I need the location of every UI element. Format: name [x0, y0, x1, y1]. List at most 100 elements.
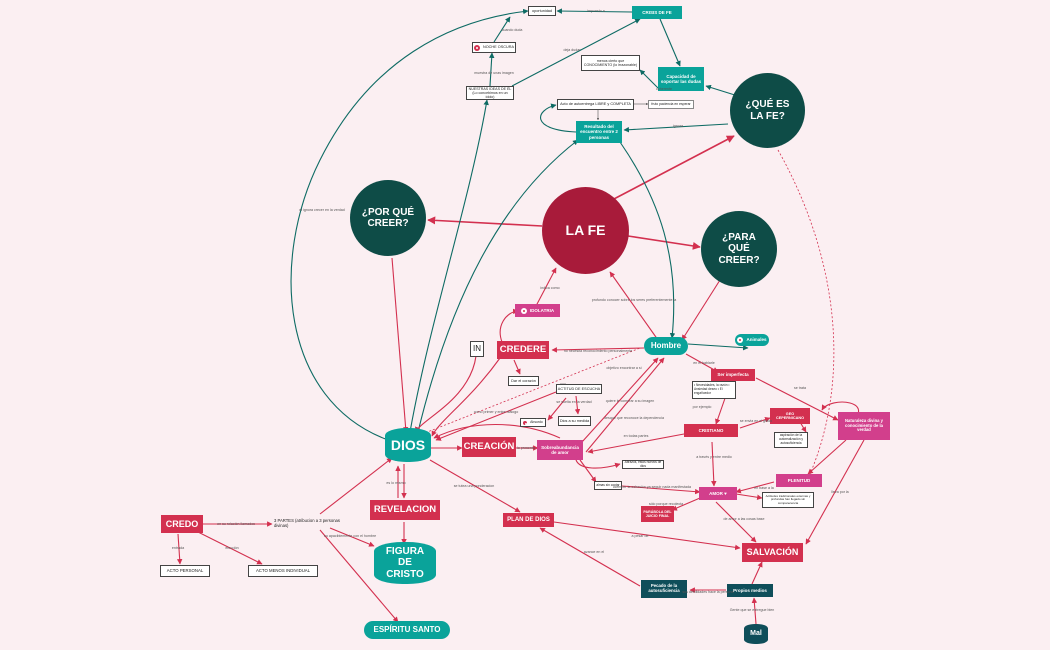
que-es-la-fe-node[interactable]: ¿QUÉ ES LA FE?: [730, 73, 805, 148]
noche-oscura-box[interactable]: NOCHE OSCURA: [472, 42, 516, 53]
propios-medios-node[interactable]: Propios medios: [727, 584, 773, 597]
cristiano-node[interactable]: CRISTIANO: [684, 424, 738, 437]
edge-label: no apaciblemente con el hombre: [323, 534, 377, 538]
edge-crisis-oportunidad: [556, 8, 633, 14]
edge-lafe-quees: [611, 135, 735, 201]
acto-menos-box[interactable]: ACTO MENOS INDIVIDUAL: [248, 565, 318, 577]
edge-label: entrada: [171, 546, 185, 550]
noche-oscura-label: NOCHE OSCURA: [482, 45, 514, 50]
edge-cristiano-amor: [711, 441, 717, 487]
acto-personal-box[interactable]: ACTO PERSONAL: [160, 565, 210, 577]
fruto-paciencia-box[interactable]: fruto paciencia en esperar: [648, 100, 694, 109]
dios-node[interactable]: DIOS: [385, 428, 431, 462]
edge-label: como primer y entre diálogo: [473, 410, 519, 414]
edge-hombre-credere: [551, 347, 645, 353]
edge-dios-dashed-hombre: [391, 347, 641, 447]
crisis-de-fe-node[interactable]: CRISIS DE FE: [632, 6, 682, 19]
edge-amor-parabola: [671, 497, 701, 511]
edge-label: se envia en el grado: [739, 419, 773, 423]
edge-label: se trata: [794, 386, 806, 390]
edge-in-dios: [414, 355, 477, 433]
plan-de-dios-node[interactable]: PLAN DE DIOS: [503, 513, 554, 527]
edge-quees-dashed-plenitud: [777, 149, 835, 475]
naturaleza-node[interactable]: Naturaleza divina y conocimiento de la v…: [838, 412, 890, 440]
idolatria-label: IDOLATRIA: [529, 307, 555, 313]
por-que-creer-node[interactable]: ¿POR QUÉ CREER?: [350, 180, 426, 256]
edge-label: lo presenta: [517, 446, 535, 450]
edge-label: muestra de unas imagen: [474, 71, 514, 75]
absurdo-box[interactable]: Absurdo: [520, 418, 546, 427]
in-box[interactable]: IN: [470, 341, 484, 357]
edge-label: a través y entre medio: [696, 455, 732, 459]
edge-label: se suelta en la verdad: [556, 400, 592, 404]
edge-naturaleza-plenitud: [807, 439, 847, 475]
resultado-node[interactable]: Resultado del encuentro entre 2 personas: [576, 121, 622, 143]
dar-corazon-box[interactable]: Dar el corazón: [508, 376, 539, 386]
edge-actitud-dios-medida: [574, 395, 581, 415]
edge-label: elección: [225, 546, 239, 550]
edge-amor-salvacion: [715, 501, 757, 543]
ser-imperfecto-node[interactable]: Ser imperfecta: [711, 369, 755, 381]
abrazos-box[interactable]: Abrazos, estos nuevos de dios: [622, 460, 664, 469]
la-fe-node[interactable]: LA FE: [542, 187, 629, 274]
geo-node[interactable]: GEO CEPERNICANO: [770, 408, 810, 424]
pecado-node[interactable]: Pecado de la autosuficiencia: [641, 580, 687, 598]
revelacion-node[interactable]: REVELACION: [370, 500, 440, 520]
capacidad-node[interactable]: Capacidad de soportar las dudas: [658, 67, 704, 91]
parabola-node[interactable]: PARÁBOLA DEL JUICIO FINAL: [641, 506, 674, 522]
animales-icon: [737, 337, 744, 343]
hombre-node[interactable]: Hombre: [644, 337, 688, 355]
menos-cierto-box[interactable]: menos cierto que CONOCIMIENTO (lo irrazo…: [581, 55, 640, 71]
aspiracion-box[interactable]: aspiración de la autorealización y autos…: [774, 432, 808, 448]
amor-node[interactable]: AMOR ♥: [699, 487, 737, 500]
edge-label: impuesto a: [587, 9, 605, 13]
plenitud-node[interactable]: PLENITUD: [776, 474, 822, 487]
edge-label: indica como: [540, 286, 560, 290]
edge-paraque-hombre: [681, 279, 721, 341]
mal-node[interactable]: Mal: [744, 624, 768, 644]
idolatria-node[interactable]: IDOLATRIA: [515, 304, 560, 317]
credere-node[interactable]: CREDERE: [497, 341, 549, 359]
figura-cristo-node[interactable]: FIGURA DE CRISTO: [374, 542, 436, 584]
credo-node[interactable]: CREDO: [161, 515, 203, 533]
acto-libre-box[interactable]: Acto de autoentrega LIBRE y COMPLETA: [557, 99, 634, 110]
tres-partes-box[interactable]: 3 PARTES (atribucion a 3 personas divina…: [274, 518, 340, 528]
edge-label: de amor a las cosas base: [723, 517, 765, 521]
edge-credo-menos: [197, 531, 263, 565]
edge-nuestras-crisis: [511, 18, 641, 87]
dios-medida-box[interactable]: Dios a su medida: [558, 416, 591, 426]
edge-label: objetivo encontrar a sí: [606, 366, 642, 370]
nuestras-ideas-box[interactable]: NUESTRAS IDEAS DE ÉL (Lo concebimos en u…: [466, 86, 514, 100]
actitud-escucha-box[interactable]: ACTITUD DE ESCUCHA: [556, 384, 602, 394]
edge-label: por ejemplo: [692, 405, 712, 409]
almas-box[interactable]: almas sin contar: [594, 481, 622, 490]
animales-node[interactable]: Animales: [735, 334, 769, 346]
absurdo-label: Absurdo: [530, 419, 543, 424]
oportunidad-box[interactable]: oportunidad: [528, 6, 556, 16]
edge-idolatria-lafe: [535, 267, 557, 307]
creacion-node[interactable]: CREACIÓN: [462, 437, 516, 457]
salvacion-node[interactable]: SALVACIÓN: [742, 543, 803, 562]
edge-label: profundo conocer sobre los seres prefere…: [591, 298, 677, 302]
edge-nuestras-noche: [488, 52, 495, 87]
para-que-creer-node[interactable]: ¿PARA QUÉ CREER?: [701, 211, 777, 287]
edge-cristiano-geo: [739, 416, 771, 429]
edge-label: quiere le comprar a su imagen: [605, 399, 655, 403]
edge-label: ignora: [673, 124, 683, 128]
sobreabundancia-node[interactable]: Sobreabundancia de amor: [537, 440, 583, 460]
edge-almas-amor: [621, 485, 701, 495]
rasgos-box[interactable]: • Necesidades, la razón • Ansiedad deseo…: [692, 381, 736, 399]
edge-mal-propios: [751, 597, 758, 625]
edge-plan-salvacion: [553, 521, 741, 551]
edge-propios-salvacion: [751, 561, 763, 585]
edge-credere-dar: [513, 359, 521, 375]
edge-actitud-dios: [435, 391, 557, 441]
edge-naturaleza-salvacion: [805, 439, 865, 545]
espiritu-santo-node[interactable]: ESPÍRITU SANTO: [364, 621, 450, 639]
actitudes-box[interactable]: Actitudes tradicionales externas y profu…: [762, 492, 814, 508]
edge-label: en el hablarle: [693, 361, 715, 365]
edge-label: cuando duda: [501, 28, 523, 32]
edge-credo-personal: [176, 533, 183, 565]
edge-ser-naturaleza: [755, 377, 839, 421]
noche-oscura-icon: [473, 44, 480, 51]
